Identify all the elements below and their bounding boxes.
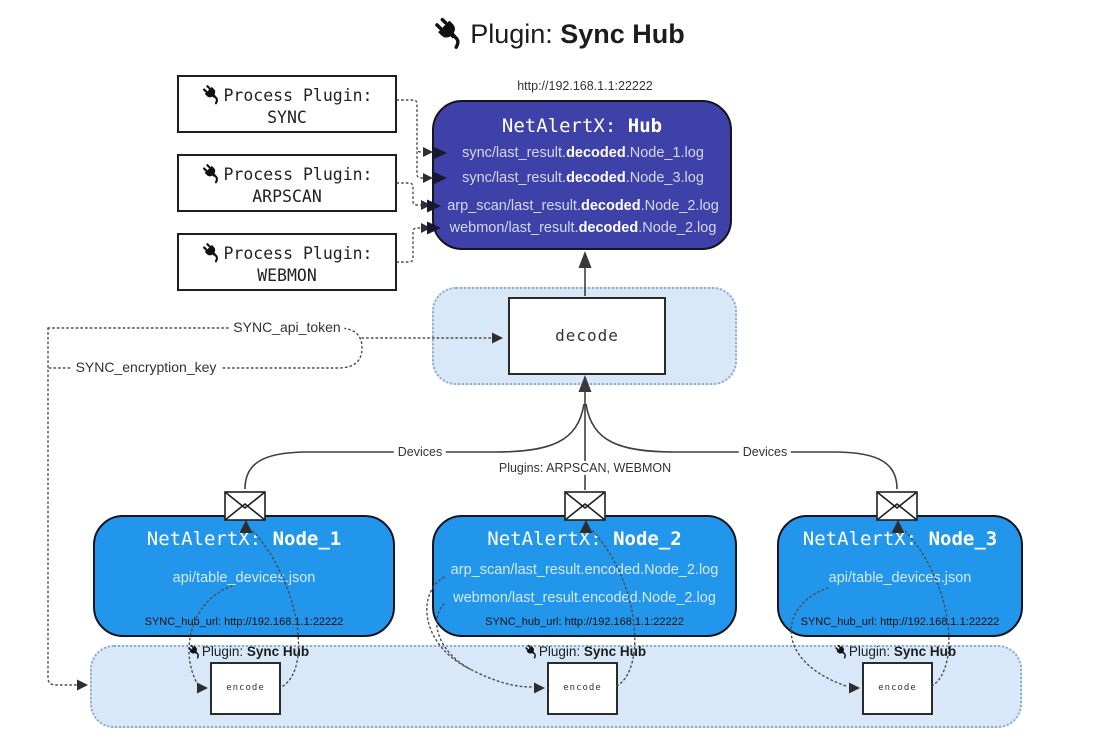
plug-icon	[834, 644, 849, 659]
edge-label-devices-right: Devices	[738, 445, 792, 459]
hub-log-line: webmon/last_result.decoded.Node_2.log	[449, 220, 717, 236]
process-plugin-title: Process Plugin:	[179, 242, 395, 265]
node-box-node2: NetAlertX: Node_2 arp_scan/last_result.e…	[432, 515, 737, 637]
setting-sync-api-token: SYNC_api_token	[229, 319, 345, 335]
plug-icon	[187, 644, 202, 659]
node-box-node3: NetAlertX: Node_3 api/table_devices.json…	[777, 515, 1023, 637]
process-plugin-name: WEBMON	[257, 266, 317, 285]
process-plugin-box-sync: Process Plugin: SYNC	[177, 75, 397, 133]
process-plugin-title: Process Plugin:	[179, 163, 395, 186]
hub-log-line: arp_scan/last_result.decoded.Node_2.log	[447, 198, 719, 214]
encoder-label-node3: Plugin: Sync Hub	[834, 644, 956, 659]
page-title-name: Sync Hub	[560, 19, 685, 49]
plug-icon	[524, 644, 539, 659]
edge-label-plugins: Plugins: ARPSCAN, WEBMON	[494, 461, 676, 475]
page-title-label: Plugin:	[470, 19, 553, 49]
process-plugin-name: SYNC	[267, 108, 307, 127]
setting-sync-encryption-key: SYNC_encryption_key	[71, 359, 221, 375]
hub-log-line: sync/last_result.decoded.Node_3.log	[462, 170, 704, 186]
node-hub-url: SYNC_hub_url: http://192.168.1.1:22222	[800, 616, 1000, 628]
edge-label-devices-left: Devices	[393, 445, 447, 459]
process-plugin-box-webmon: Process Plugin: WEBMON	[177, 233, 397, 291]
process-plugin-box-arpscan: Process Plugin: ARPSCAN	[177, 154, 397, 212]
hub-log-line: sync/last_result.decoded.Node_1.log	[462, 145, 704, 161]
encoder-label-node2: Plugin: Sync Hub	[524, 644, 646, 659]
hub-url: http://192.168.1.1:22222	[513, 79, 657, 93]
hub-title: NetAlertX: Hub	[501, 115, 663, 137]
decode-box: decode	[508, 297, 666, 375]
process-plugin-name: ARPSCAN	[252, 187, 322, 206]
process-plugin-title: Process Plugin:	[179, 84, 395, 107]
node-file: arp_scan/last_result.encoded.Node_2.log	[450, 562, 719, 578]
page-title: Plugin: Sync Hub	[0, 16, 1117, 50]
encoder-label-node1: Plugin: Sync Hub	[187, 644, 309, 659]
hub-box: NetAlertX: Hub sync/last_result.decoded.…	[432, 100, 732, 250]
